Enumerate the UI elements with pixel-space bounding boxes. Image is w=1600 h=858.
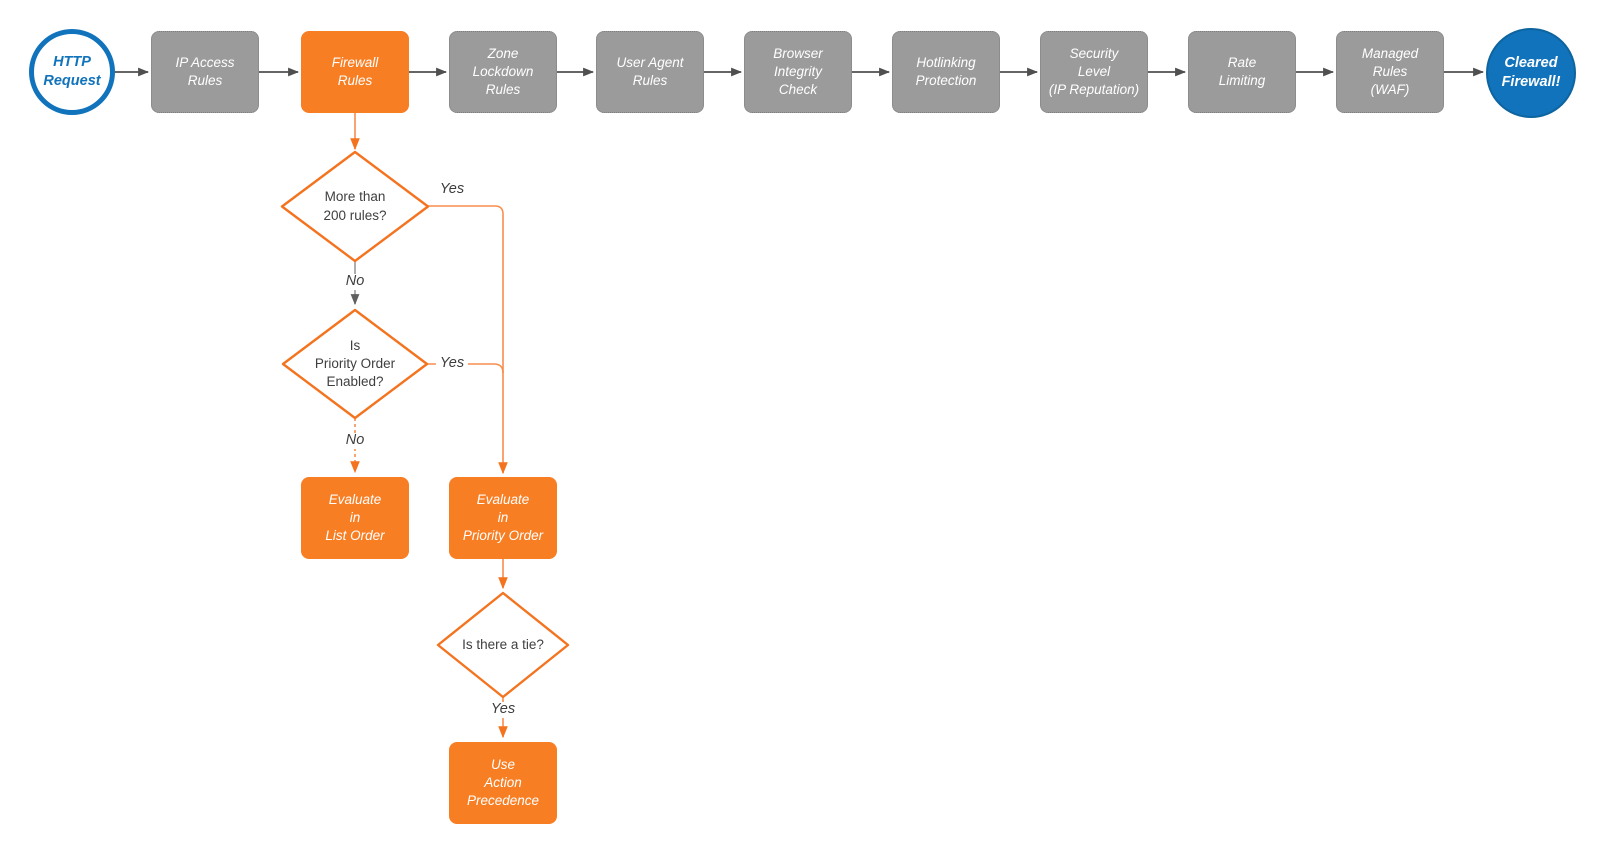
- decision-is-there-a-tie: Is there a tie?: [438, 593, 568, 697]
- node-label: User Agent Rules: [616, 55, 684, 88]
- node-label: Use Action Precedence: [466, 757, 540, 808]
- node-label: Browser Integrity Check: [773, 46, 823, 97]
- node-rate-limiting: Rate Limiting: [1188, 31, 1296, 113]
- node-label: Firewall Rules: [331, 55, 379, 88]
- decision-label: Is there a tie?: [462, 636, 544, 652]
- edge-label-yes: Yes: [435, 355, 469, 372]
- edge-label-no: No: [341, 432, 369, 449]
- node-label: IP Access Rules: [175, 55, 235, 88]
- edge-decision2-yes: [427, 363, 504, 374]
- decision-more-than-200-rules-shape: [280, 150, 430, 263]
- node-label: Hotlinking Protection: [915, 55, 977, 88]
- decision-label: More than 200 rules?: [323, 189, 387, 223]
- decision-is-there-a-tie-shape: [436, 591, 570, 699]
- node-label: Security Level (IP Reputation): [1048, 46, 1140, 97]
- node-cleared-firewall: Cleared Firewall!: [1486, 28, 1576, 118]
- edge-label-no: No: [341, 273, 369, 290]
- node-ip-access-rules: IP Access Rules: [151, 31, 259, 113]
- edge-label-yes: Yes: [486, 701, 520, 718]
- node-use-action-precedence: Use Action Precedence: [449, 742, 557, 824]
- edge-decision1-yes: [428, 205, 508, 475]
- node-hotlinking-protection: Hotlinking Protection: [892, 31, 1000, 113]
- node-label: HTTP Request: [43, 54, 101, 89]
- edge-label-yes: Yes: [439, 181, 465, 198]
- node-evaluate-in-list-order: Evaluate in List Order: [301, 477, 409, 559]
- node-label: Zone Lockdown Rules: [472, 46, 534, 97]
- node-firewall-rules: Firewall Rules: [301, 31, 409, 113]
- node-label: Managed Rules (WAF): [1361, 46, 1419, 97]
- node-managed-rules-waf: Managed Rules (WAF): [1336, 31, 1444, 113]
- decision-priority-order-enabled-shape: [281, 308, 429, 420]
- decision-priority-order-enabled: Is Priority Order Enabled?: [283, 310, 427, 418]
- node-label: Evaluate in List Order: [325, 492, 385, 543]
- node-label: Cleared Firewall!: [1501, 55, 1561, 90]
- node-browser-integrity-check: Browser Integrity Check: [744, 31, 852, 113]
- node-label: Evaluate in Priority Order: [462, 492, 544, 543]
- node-http-request: HTTP Request: [29, 29, 115, 115]
- node-user-agent-rules: User Agent Rules: [596, 31, 704, 113]
- node-evaluate-in-priority-order: Evaluate in Priority Order: [449, 477, 557, 559]
- decision-label: Is Priority Order Enabled?: [314, 337, 396, 390]
- node-security-level: Security Level (IP Reputation): [1040, 31, 1148, 113]
- node-label: Rate Limiting: [1218, 55, 1266, 88]
- decision-more-than-200-rules: More than 200 rules?: [282, 152, 428, 261]
- node-zone-lockdown-rules: Zone Lockdown Rules: [449, 31, 557, 113]
